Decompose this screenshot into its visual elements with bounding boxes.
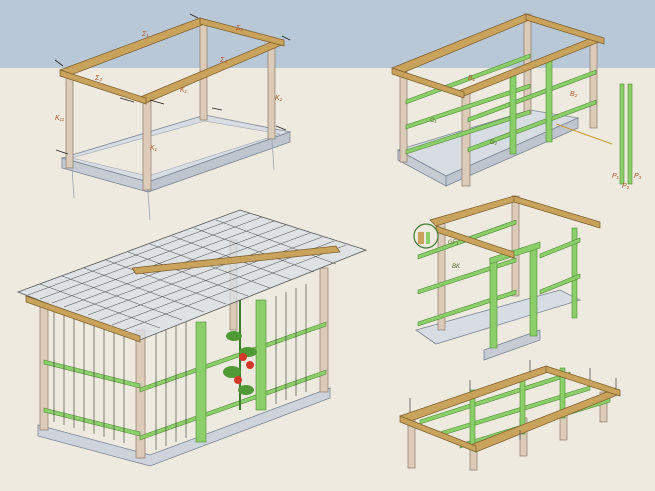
label-s2: Σ₂ [235,25,243,32]
label-b1: B₁ [468,75,476,82]
corrugated-roof [16,209,368,341]
frame-rails-view: B₁ B₂ G₁ G₂ P₁ P₂ P₃ [391,13,642,190]
label-k11: K₁₁ [55,115,65,122]
label-s4: Σ₄ [219,57,227,64]
frame-foundation-view: Σ₁ Σ₂ Σ₃ Σ₄ K₁₁ K₁ K₂ K₁ [54,13,292,221]
label-g2: G₂ [490,140,498,146]
greenhouse-complete-view [16,209,368,467]
label-g1: G₁ [430,118,437,124]
wire-mesh-walls [53,284,307,450]
label-k1b: K₁ [180,87,188,94]
label-bk: BK [452,264,461,270]
foundation-blocks [60,114,292,193]
label-p3: P₃ [634,173,642,180]
roof-frame-view [399,360,621,471]
label-s3: Σ₃ [94,75,102,82]
label-k1a: K₁ [150,145,158,152]
label-b2: B₂ [570,91,578,98]
label-k2: K₂ [275,95,283,102]
label-s1: Σ₁ [141,31,149,38]
label-p2: P₂ [622,183,630,190]
label-p1: P₁ [612,173,620,180]
tomato-plant [223,300,257,410]
ground-stakes [71,139,275,221]
dimension-ticks [54,13,291,155]
top-beams [59,17,285,105]
label-gf1: GF₁ [448,240,458,246]
door-frame-view: GF₁ BK [413,195,601,361]
